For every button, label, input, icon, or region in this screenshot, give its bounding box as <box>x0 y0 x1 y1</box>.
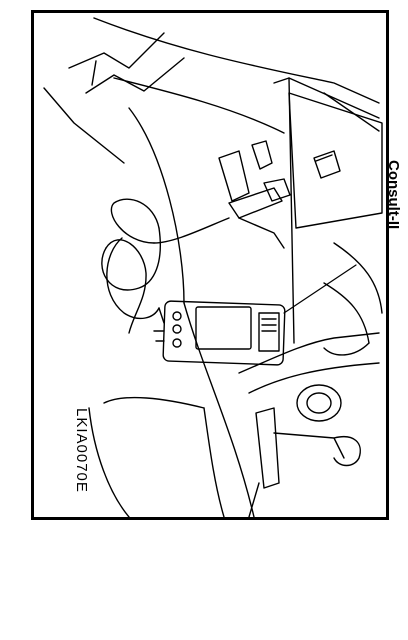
consult-ii-label: Consult-II <box>385 160 402 230</box>
figure-code: LKIA0070E <box>73 408 90 493</box>
coiled-cable <box>101 198 230 334</box>
dashboard-outline <box>93 17 380 517</box>
callout-leader-line <box>283 264 357 314</box>
figure-frame: Consult-II LKIA0070E <box>31 10 402 520</box>
shift-lever <box>248 384 361 517</box>
center-console <box>238 242 383 394</box>
seat-edge <box>88 396 225 517</box>
consult-ii-device <box>153 300 286 366</box>
windshield-lines <box>43 32 185 164</box>
diagnostic-connector <box>218 140 291 249</box>
panel-with-slot <box>288 92 383 229</box>
vehicle-interior-illustration <box>43 17 383 517</box>
